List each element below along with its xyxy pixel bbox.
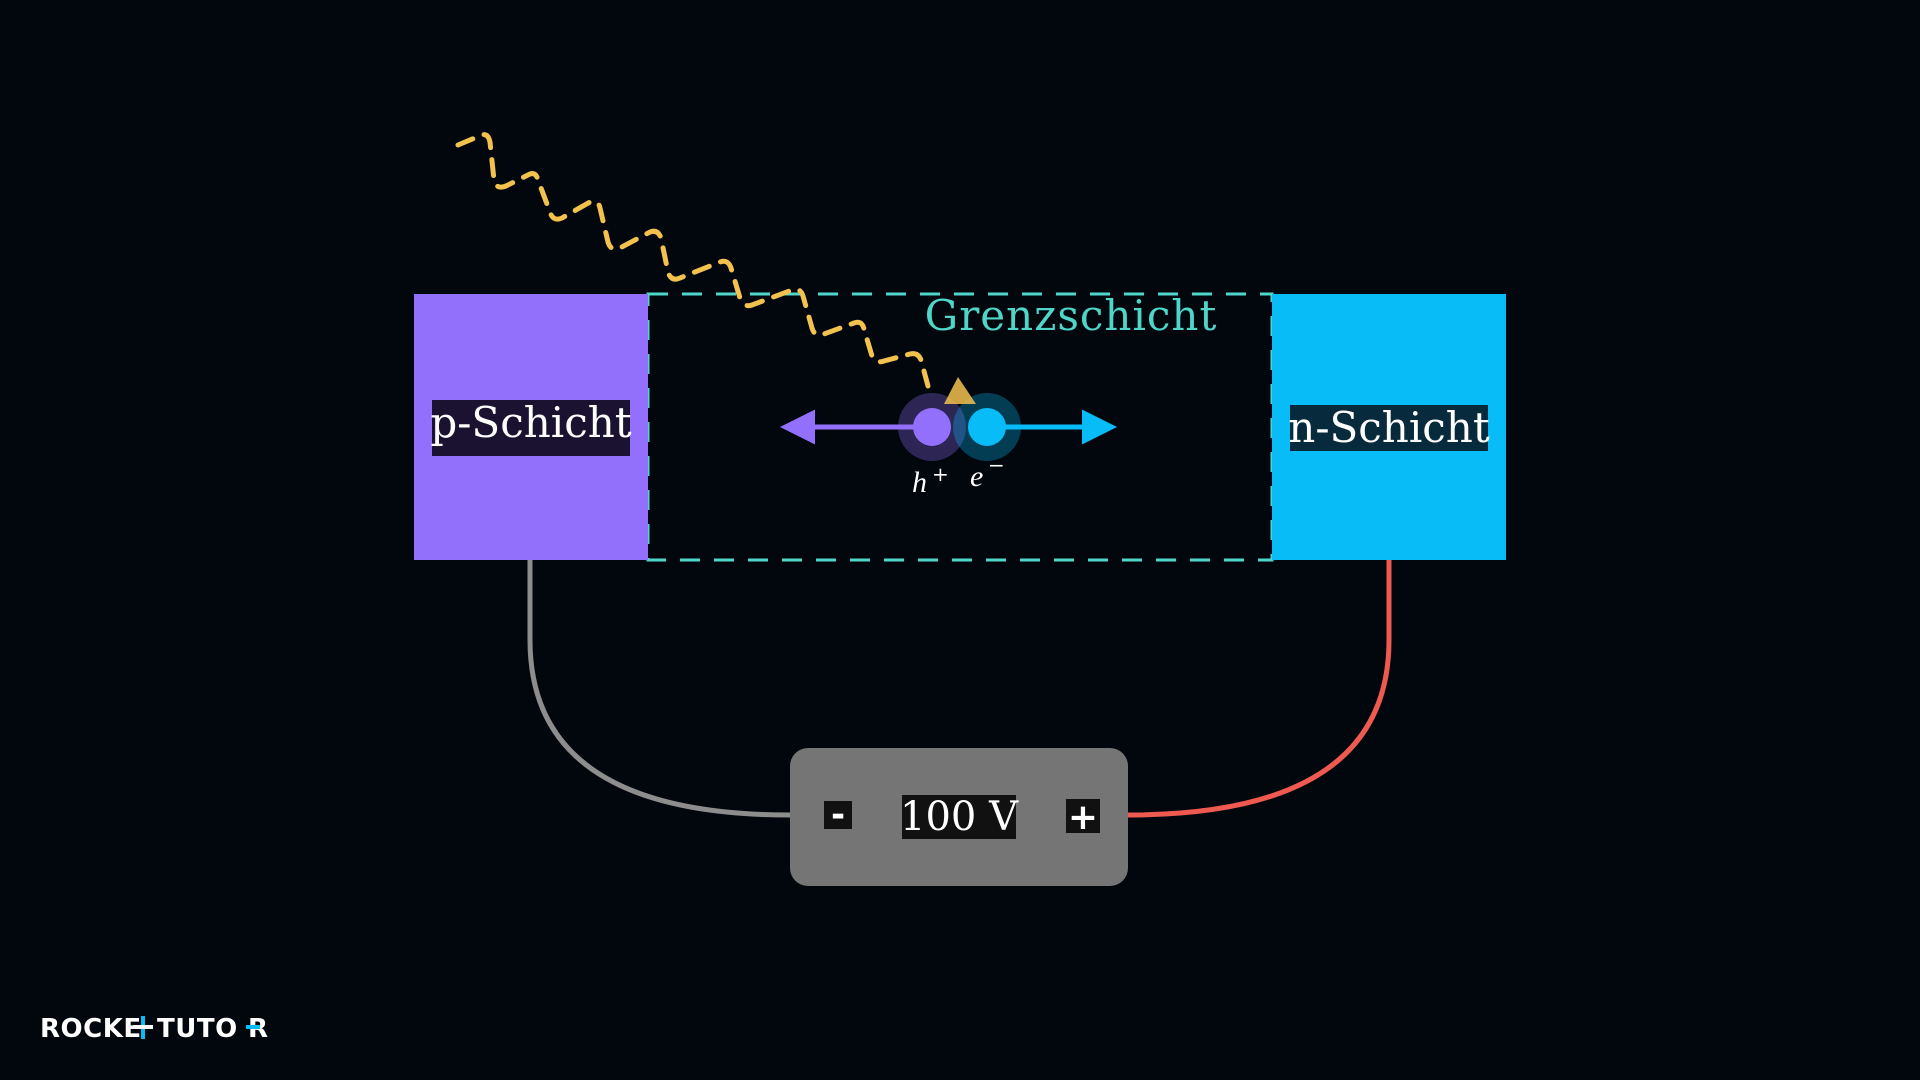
photon-impact-marker (944, 377, 976, 404)
battery-voltage: 100 V (900, 794, 1019, 840)
p-layer-label-bg (432, 400, 630, 456)
logo-text-left: ROCKE (40, 1014, 142, 1044)
logo-accent-bar (246, 1025, 260, 1029)
wire-positive (1127, 560, 1392, 818)
rockettutor-logo: ROCKE TUTO R (40, 1014, 268, 1044)
photon-path (455, 132, 931, 389)
battery-plus: + (1068, 797, 1098, 838)
battery-minus: - (831, 795, 845, 835)
battery-plus-bg (1066, 799, 1100, 833)
hole-symbol: h (912, 466, 927, 499)
depletion-label: Grenzschicht (925, 291, 1218, 340)
hole-particle (913, 408, 951, 446)
battery-voltage-bg (902, 795, 1016, 839)
hole-charge: + (932, 462, 949, 486)
n-layer-label: n-Schicht (1288, 403, 1490, 452)
p-layer-label: p-Schicht (430, 398, 631, 447)
electron-charge: − (988, 453, 1005, 477)
battery-minus-bg (824, 801, 852, 829)
electron-particle (968, 408, 1006, 446)
logo-text-right: TUTO (157, 1014, 238, 1044)
wire-negative (527, 560, 791, 818)
electron-symbol: e (970, 460, 983, 493)
n-layer-label-bg (1290, 405, 1488, 451)
logo-t-cross-icon (133, 1016, 153, 1039)
